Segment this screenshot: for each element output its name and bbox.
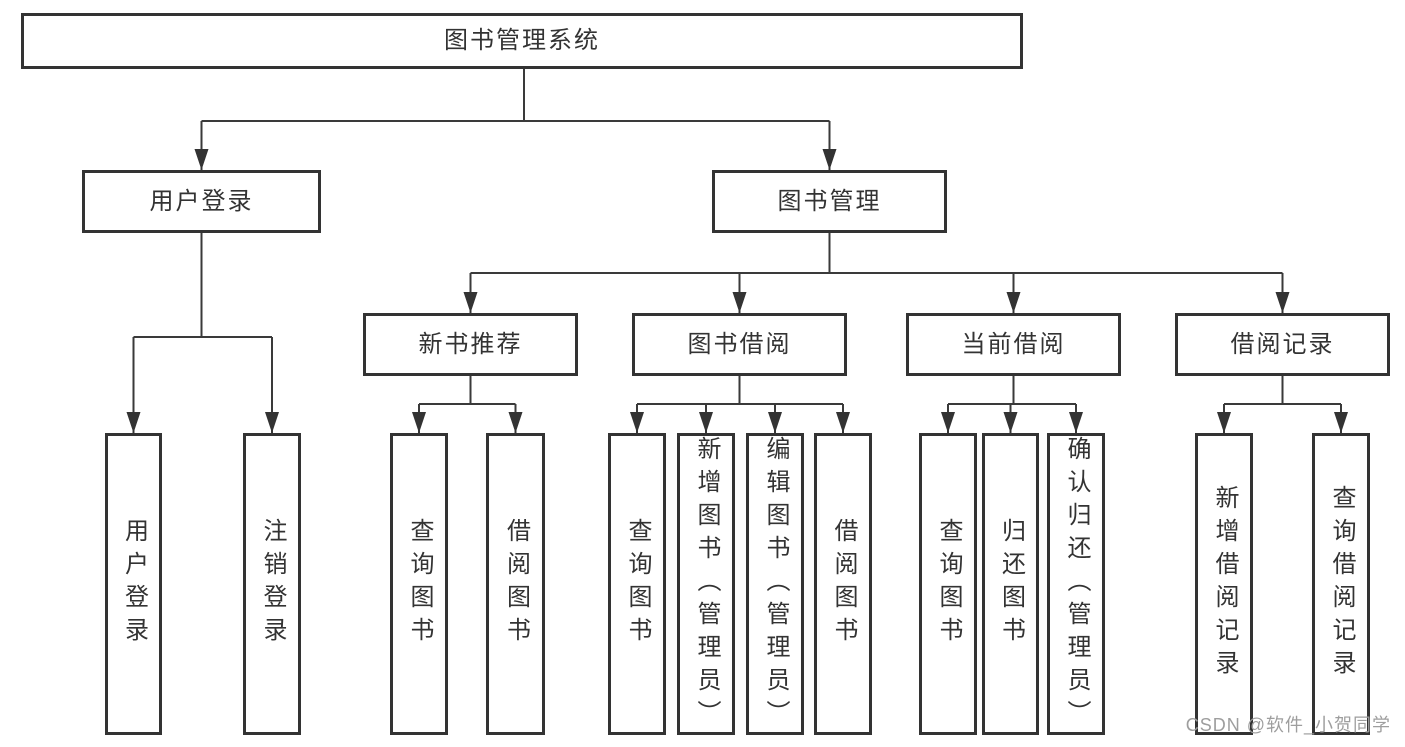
node-borrowing-records: 借阅记录 (1175, 313, 1390, 376)
leaf-add-borrow-record: 新增借阅记录 (1195, 433, 1253, 735)
node-label: 新增图书（管理员） (693, 435, 720, 733)
node-label: 查询图书 (935, 518, 962, 650)
node-book-borrowing: 图书借阅 (632, 313, 847, 376)
node-label: 图书管理 (777, 187, 882, 215)
leaf-user-login: 用户登录 (105, 433, 162, 735)
node-new-book-recommend: 新书推荐 (363, 313, 578, 376)
node-label: 当前借阅 (961, 330, 1066, 358)
node-current-borrowing: 当前借阅 (906, 313, 1121, 376)
watermark: CSDN @软件_小贺同学 (1185, 715, 1391, 735)
node-label: 新增借阅记录 (1211, 485, 1238, 683)
node-label: 借阅记录 (1230, 330, 1335, 358)
node-label: 用户登录 (149, 187, 254, 215)
leaf-confirm-return-admin: 确认归还（管理员） (1047, 433, 1105, 735)
node-user-login: 用户登录 (82, 170, 321, 233)
leaf-borrow-books-borrowing: 借阅图书 (814, 433, 872, 735)
node-label: 编辑图书（管理员） (762, 435, 789, 733)
leaf-borrow-books-recommend: 借阅图书 (486, 433, 545, 735)
node-label: 注销登录 (259, 518, 286, 650)
leaf-query-books-current: 查询图书 (919, 433, 977, 735)
node-label: 查询借阅记录 (1328, 485, 1355, 683)
leaf-query-books-borrowing: 查询图书 (608, 433, 666, 735)
leaf-add-book-admin: 新增图书（管理员） (677, 433, 735, 735)
node-label: 借阅图书 (830, 518, 857, 650)
node-book-management: 图书管理 (712, 170, 947, 233)
leaf-query-books-recommend: 查询图书 (390, 433, 448, 735)
node-label: 图书借阅 (687, 330, 792, 358)
node-label: 用户登录 (120, 518, 148, 650)
node-label: 借阅图书 (502, 518, 530, 650)
node-library-system: 图书管理系统 (21, 13, 1023, 69)
leaf-query-borrow-record: 查询借阅记录 (1312, 433, 1370, 735)
leaf-edit-book-admin: 编辑图书（管理员） (746, 433, 804, 735)
node-label: 新书推荐 (418, 330, 523, 358)
leaf-logout: 注销登录 (243, 433, 301, 735)
node-label: 查询图书 (406, 518, 433, 650)
node-label: 查询图书 (624, 518, 651, 650)
node-label: 归还图书 (997, 518, 1025, 650)
leaf-return-books: 归还图书 (982, 433, 1039, 735)
node-label: 确认归还（管理员） (1063, 435, 1090, 733)
connector-path (132, 69, 1342, 433)
node-label: 图书管理系统 (444, 27, 600, 54)
